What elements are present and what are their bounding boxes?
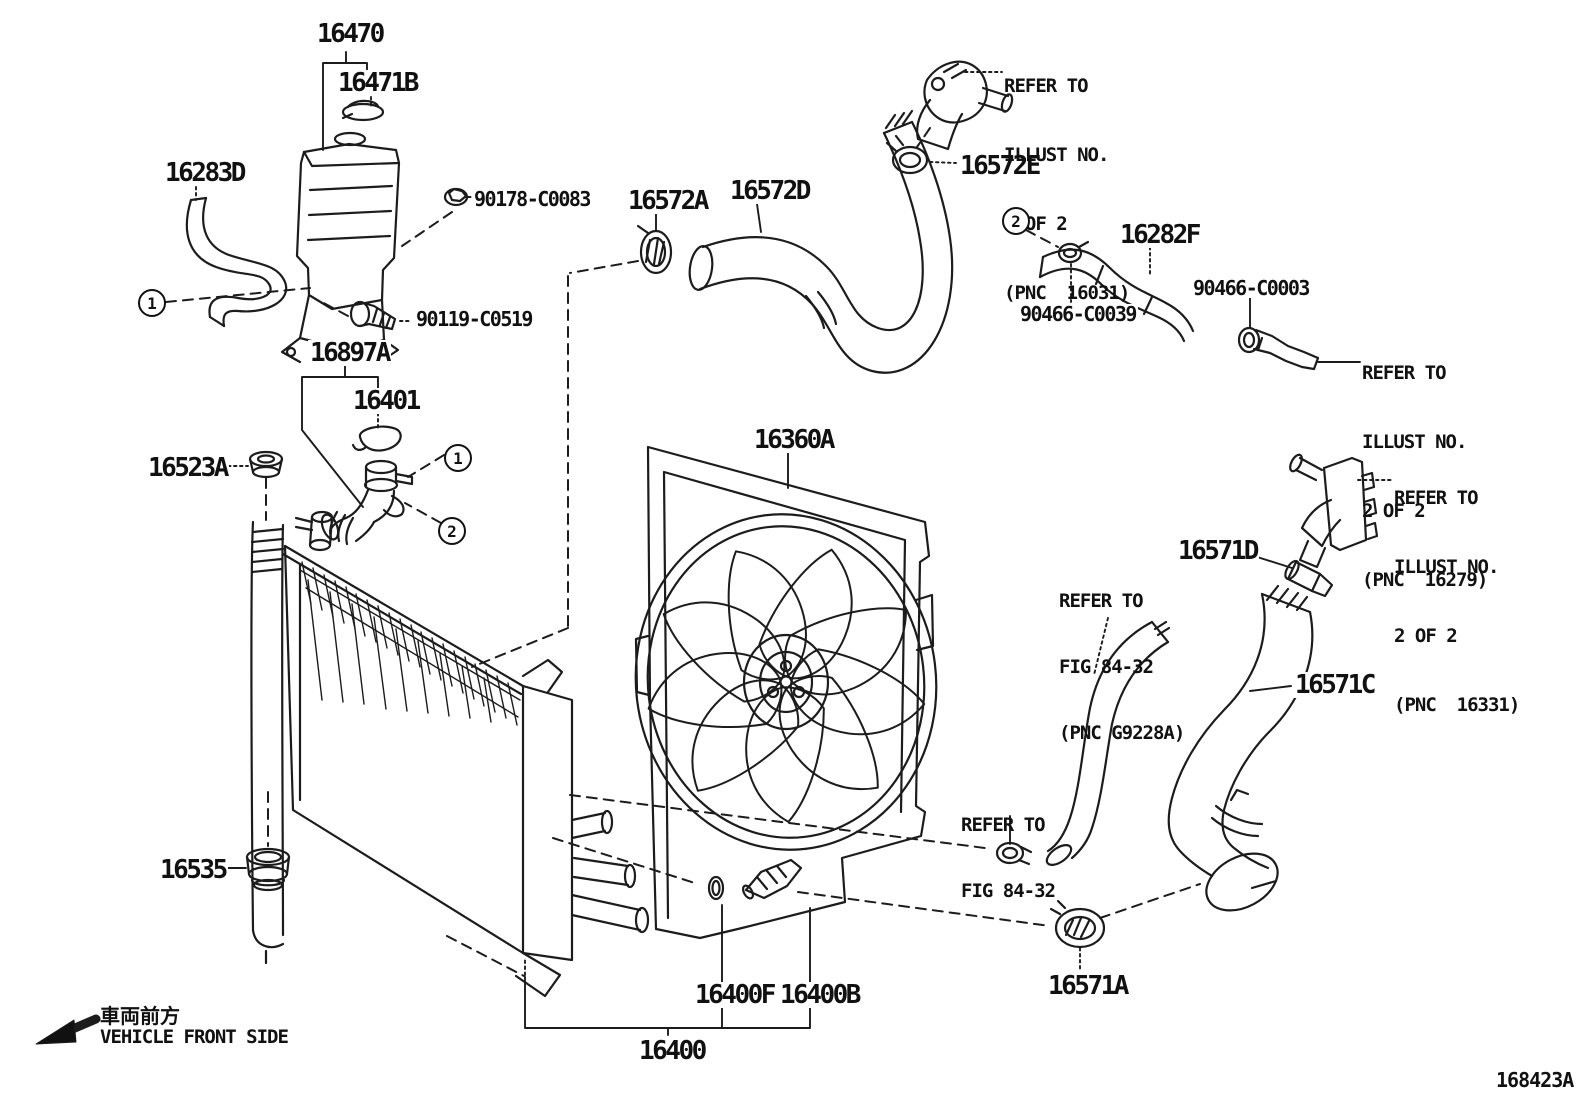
note-line: (PNC 16331) bbox=[1394, 694, 1520, 716]
part-label-16400B: 16400B bbox=[778, 980, 861, 1010]
assembly-dashed-lines bbox=[165, 127, 1201, 977]
part-label-16572A: 16572A bbox=[626, 186, 709, 216]
note-pnc-16331: REFER TO ILLUST NO. 2 OF 2 (PNC 16331) bbox=[1394, 441, 1520, 740]
part-label-16283D: 16283D bbox=[163, 158, 246, 188]
callout-2-filler: 2 bbox=[438, 517, 466, 545]
bolt-90119-C0519-drawing bbox=[349, 300, 397, 331]
part-label-16571D: 16571D bbox=[1176, 536, 1259, 566]
part-label-16571C: 16571C bbox=[1293, 670, 1376, 700]
part-label-16572E: 16572E bbox=[958, 151, 1041, 181]
note-line: REFER TO bbox=[1362, 362, 1447, 384]
clamp-90466-C0039-drawing bbox=[1057, 240, 1090, 264]
part-label-16535: 16535 bbox=[158, 855, 228, 885]
part-label-16400: 16400 bbox=[637, 1036, 707, 1066]
note-line: REFER TO bbox=[961, 814, 1046, 836]
callout-1-left: 1 bbox=[138, 289, 166, 317]
note-line: 2 OF 2 bbox=[1362, 500, 1426, 522]
note-fig-84-32-bottom: REFER TO FIG 84-32 bbox=[961, 770, 1056, 924]
part-label-16470: 16470 bbox=[315, 19, 385, 49]
note-line: REFER TO bbox=[1059, 590, 1144, 612]
note-line: (PNC 16031) bbox=[1004, 282, 1130, 304]
note-line: FIG 84-32 bbox=[961, 880, 1056, 902]
clamp-16571A-drawing bbox=[1049, 899, 1106, 949]
part-label-16282F: 16282F bbox=[1118, 220, 1201, 250]
note-line: ILLUST NO. bbox=[1004, 144, 1109, 166]
part-label-16400F: 16400F bbox=[693, 980, 776, 1010]
lower-hose-drawing bbox=[1167, 584, 1314, 912]
fan-drawing bbox=[634, 513, 938, 851]
note-line: ILLUST NO. bbox=[1394, 556, 1499, 578]
bypass-hose-drawing bbox=[1038, 248, 1195, 343]
clamp-16572E-drawing bbox=[885, 134, 929, 175]
upper-hose-drawing bbox=[688, 109, 954, 374]
water-inlet-drawing bbox=[1289, 453, 1379, 569]
part-label-16572D: 16572D bbox=[728, 176, 811, 206]
callout-2-bypass: 2 bbox=[1002, 207, 1030, 235]
note-line: ILLUST NO. bbox=[1362, 431, 1467, 453]
part-label-16523A: 16523A bbox=[146, 453, 229, 483]
note-line: REFER TO bbox=[1004, 75, 1089, 97]
part-label-90178-C0083: 90178-C0083 bbox=[472, 187, 592, 211]
radiator-drawing bbox=[250, 510, 650, 998]
radiator-core-fins bbox=[299, 561, 521, 726]
vehicle-front-label-jp: 車両前方 bbox=[100, 1004, 180, 1028]
sensor-16400B-drawing bbox=[741, 858, 803, 900]
drain-plug-drawing bbox=[245, 847, 291, 892]
label-leader-lines bbox=[195, 51, 1393, 1036]
part-label-90466-C0003: 90466-C0003 bbox=[1191, 276, 1311, 300]
clamp-16572A-drawing bbox=[636, 224, 673, 275]
part-label-16571A: 16571A bbox=[1046, 971, 1129, 1001]
part-label-16897A: 16897A bbox=[308, 338, 391, 368]
figure-code: 168423A bbox=[1496, 1068, 1574, 1092]
fan-shroud-drawing bbox=[634, 445, 935, 940]
part-label-16360A: 16360A bbox=[752, 425, 835, 455]
clamp-90466-C0003-drawing bbox=[1237, 326, 1261, 354]
reservoir-hose-drawing bbox=[185, 196, 288, 328]
bolt-90178-C0083-drawing bbox=[443, 187, 469, 207]
reservoir-tank-drawing bbox=[280, 99, 401, 364]
water-outlet-drawing bbox=[916, 60, 1014, 151]
grommet-16523A-drawing bbox=[248, 450, 284, 479]
clamp-fig-84-32-drawing bbox=[995, 841, 1033, 866]
pipe-16279-drawing bbox=[1252, 328, 1320, 371]
oring-16400F-drawing bbox=[707, 875, 725, 901]
filler-neck-drawing bbox=[320, 425, 414, 546]
note-line: 2 OF 2 bbox=[1394, 625, 1458, 647]
note-pnc-16031: REFER TO ILLUST NO. 2 OF 2 (PNC 16031) bbox=[1004, 29, 1130, 328]
note-pnc-16279: REFER TO ILLUST NO. 2 OF 2 (PNC 16279) bbox=[1362, 316, 1488, 615]
note-line: (PNC 16279) bbox=[1362, 569, 1488, 591]
part-label-16401: 16401 bbox=[351, 386, 421, 416]
note-line: (PNC G9228A) bbox=[1059, 722, 1185, 744]
part-label-90119-C0519: 90119-C0519 bbox=[414, 307, 534, 331]
note-line: REFER TO bbox=[1394, 487, 1479, 509]
hose-G9228A-drawing bbox=[1045, 620, 1171, 866]
part-label-90466-C0039: 90466-C0039 bbox=[1018, 302, 1138, 326]
sensor-16571D-drawing bbox=[1284, 559, 1334, 598]
callout-1-filler: 1 bbox=[444, 444, 472, 472]
part-label-16471B: 16471B bbox=[336, 68, 419, 98]
vehicle-front-label-en: VEHICLE FRONT SIDE bbox=[100, 1026, 289, 1048]
vehicle-front-arrow bbox=[35, 1014, 101, 1045]
note-line: FIG 84-32 bbox=[1059, 656, 1154, 678]
note-fig-84-32-top: REFER TO FIG 84-32 (PNC G9228A) bbox=[1059, 546, 1185, 766]
